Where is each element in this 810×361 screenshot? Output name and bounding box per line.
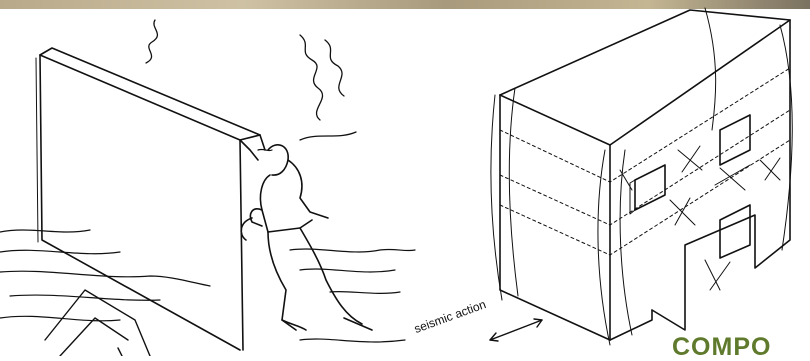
two-storey-masonry-building-illustration	[490, 7, 793, 346]
man-figure	[240, 144, 373, 331]
wall-slab	[35, 47, 266, 351]
wobble-lines	[145, 19, 357, 141]
broken-fragment	[44, 289, 151, 356]
crack-marks	[619, 145, 781, 291]
windows	[629, 114, 751, 259]
double-arrow-icon	[489, 318, 543, 342]
sway-lines	[490, 7, 793, 346]
floor-bands	[499, 67, 791, 256]
ground-lines	[0, 148, 416, 343]
photo-strip	[0, 0, 810, 9]
man-pushing-wall-illustration	[0, 19, 416, 356]
corner-title-text: COMPO	[672, 333, 772, 361]
